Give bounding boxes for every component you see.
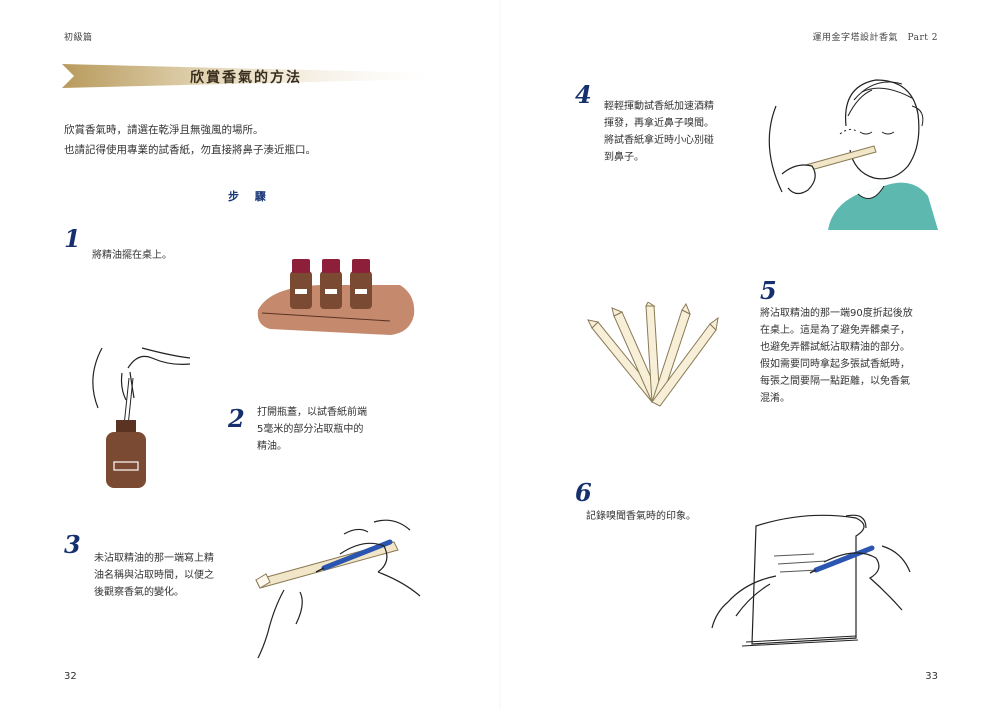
step-line: 後觀察香氣的變化。 [94, 587, 184, 598]
gutter [499, 0, 501, 709]
step-line: 在桌上。這是為了避免弄髒桌子， [760, 325, 910, 336]
step-line: 記錄嗅聞香氣時的印象。 [586, 511, 696, 522]
writing-on-strip-illustration [255, 519, 421, 659]
step-line: 將精油擺在桌上。 [92, 250, 172, 261]
bottle-icon [350, 259, 372, 309]
title-banner: 欣賞香氣的方法 [62, 64, 432, 88]
step-number-3: 3 [64, 530, 81, 559]
bottles-on-tray-illustration [257, 259, 415, 335]
left-page: 初級篇 欣賞香氣的方法 欣賞香氣時，請選在乾淨且無強風的場所。 也請記得使用專業… [62, 33, 432, 682]
right-page: 運用金字塔設計香氣 Part 2 4 輕輕揮動試香紙加速酒精 揮發，再拿近鼻子嗅… [500, 0, 1000, 709]
running-head-left: 初級篇 [64, 33, 93, 43]
step-number-6: 6 [575, 478, 592, 507]
step-line: 打開瓶蓋，以試香紙前端 [257, 407, 367, 418]
title-banner-brush [62, 64, 432, 88]
steps-heading: 步 驟 [228, 190, 272, 203]
bottle-icon [320, 259, 342, 309]
step-line: 將沾取精油的那一端90度折起後放 [760, 308, 913, 319]
step-line: 5毫米的部分沾取瓶中的 [257, 424, 364, 435]
step-line: 未沾取精油的那一端寫上精 [94, 553, 214, 564]
step-line: 也避免弄髒試紙沾取精油的部分。 [760, 342, 910, 353]
step-line: 將試香紙拿近時小心別碰 [604, 135, 714, 146]
step-2-text: 打開瓶蓋，以試香紙前端 5毫米的部分沾取瓶中的 精油。 [257, 404, 367, 455]
dipping-strip-illustration [92, 347, 191, 488]
page-number-left: 32 [64, 671, 77, 682]
step-line: 假如需要同時拿起多張試香紙時， [760, 359, 910, 370]
step-number-4: 4 [575, 80, 592, 109]
step-number-2: 2 [228, 404, 245, 433]
step-line: 油名稱與沾取時間，以便之 [94, 570, 214, 581]
step-line: 揮發，再拿近鼻子嗅聞。 [604, 118, 714, 129]
step-number-1: 1 [64, 224, 81, 253]
step-line: 輕輕揮動試香紙加速酒精 [604, 101, 714, 112]
step-line: 到鼻子。 [604, 152, 644, 163]
step-3-text: 未沾取精油的那一端寫上精 油名稱與沾取時間，以便之 後觀察香氣的變化。 [94, 550, 214, 601]
step-line: 混淆。 [760, 393, 790, 404]
folded-strips-illustration [587, 302, 719, 407]
intro-line: 也請記得使用專業的試香紙，勿直接將鼻子湊近瓶口。 [64, 144, 316, 156]
step-line: 每張之間要隔一點距離，以免香氣 [760, 376, 910, 387]
woman-smelling-strip-illustration [768, 79, 938, 230]
step-1-text: 將精油擺在桌上。 [92, 247, 172, 264]
step-5-text: 將沾取精油的那一端90度折起後放 在桌上。這是為了避免弄髒桌子， 也避免弄髒試紙… [760, 305, 913, 407]
writing-notes-illustration [711, 514, 911, 647]
step-4-text: 輕輕揮動試香紙加速酒精 揮發，再拿近鼻子嗅聞。 將試香紙拿近時小心別碰 到鼻子。 [604, 98, 714, 166]
page-number-right: 33 [925, 671, 938, 682]
step-number-5: 5 [760, 276, 777, 305]
running-head-right: 運用金字塔設計香氣 Part 2 [812, 33, 938, 43]
step-line: 精油。 [257, 441, 287, 452]
step-6-text: 記錄嗅聞香氣時的印象。 [586, 508, 696, 525]
intro-line: 欣賞香氣時，請選在乾淨且無強風的場所。 [64, 124, 264, 136]
page-title: 欣賞香氣的方法 [190, 70, 302, 86]
bottle-icon [290, 259, 312, 309]
intro-text: 欣賞香氣時，請選在乾淨且無強風的場所。 也請記得使用專業的試香紙，勿直接將鼻子湊… [64, 120, 316, 160]
